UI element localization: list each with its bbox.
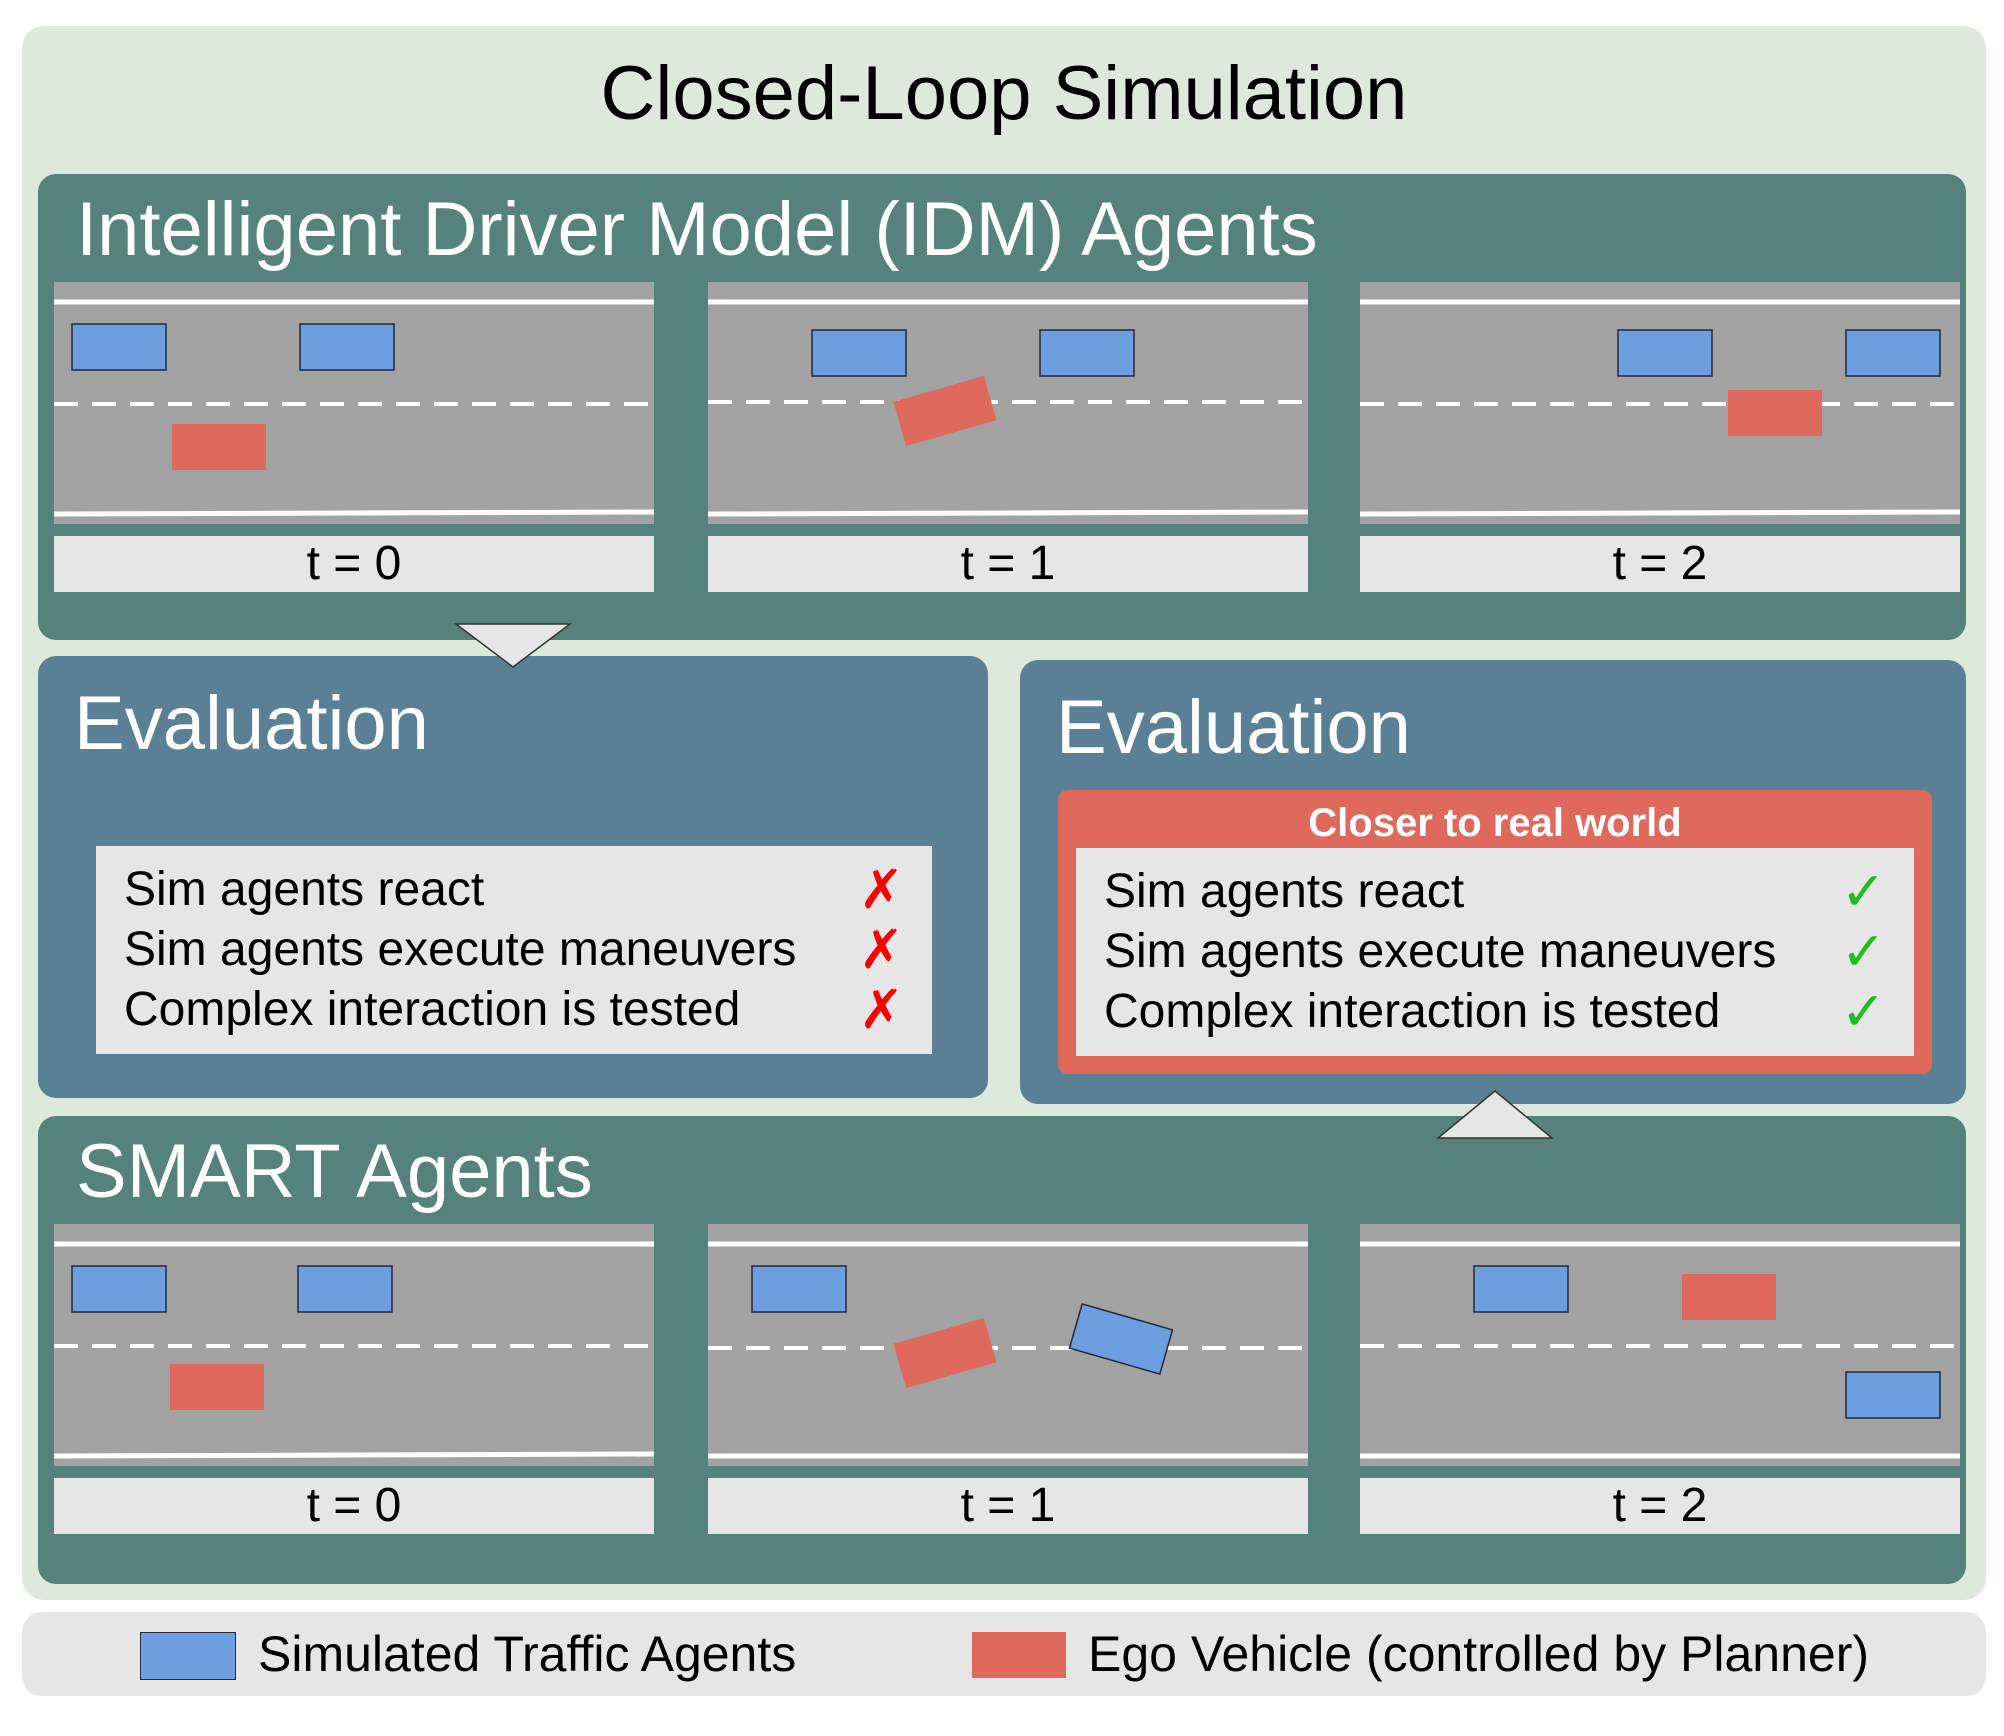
time-label: t = 2	[1360, 1478, 1960, 1534]
smart-frame-t2: t = 2	[1360, 1224, 1960, 1534]
time-label: t = 1	[708, 536, 1308, 592]
ego-vehicle-car	[1728, 390, 1822, 436]
smart-panel-title: SMART Agents	[76, 1129, 593, 1214]
road-scene	[54, 282, 654, 524]
time-label: t = 1	[708, 1478, 1308, 1534]
simulated-agent-car	[299, 323, 395, 371]
smart-frame-t0: t = 0	[54, 1224, 654, 1534]
legend-simulated-label: Simulated Traffic Agents	[258, 1626, 797, 1682]
checklist-item-text: Complex interaction is tested	[124, 983, 741, 1036]
simulated-agent-car	[1845, 1371, 1941, 1419]
checklist-item-text: Sim agents execute maneuvers	[1104, 925, 1777, 978]
checklist-item: Sim agents execute maneuvers ✓	[1104, 922, 1886, 982]
ego-vehicle-car	[172, 424, 266, 470]
road-scene	[708, 1224, 1308, 1466]
checklist-item-text: Sim agents react	[124, 863, 485, 916]
time-label: t = 0	[54, 1478, 654, 1534]
simulated-agent-car	[811, 329, 907, 377]
road-scene	[1360, 1224, 1960, 1466]
checklist-item: Sim agents react ✓	[1104, 862, 1886, 922]
ego-vehicle-car	[893, 1317, 997, 1389]
checklist-item-text: Complex interaction is tested	[1104, 985, 1721, 1038]
check-icon: ✓	[1840, 862, 1886, 922]
checklist-item: Sim agents execute maneuvers ✗	[124, 920, 904, 980]
simulated-agent-car	[71, 1265, 167, 1313]
simulated-agent-car	[71, 323, 167, 371]
checklist-item: Complex interaction is tested ✓	[1104, 982, 1886, 1042]
simulated-agent-car	[1845, 329, 1941, 377]
cross-icon: ✗	[858, 920, 904, 980]
time-label: t = 2	[1360, 536, 1960, 592]
time-label: t = 0	[54, 536, 654, 592]
checklist-item-text: Sim agents execute maneuvers	[124, 923, 797, 976]
evaluation-left-checklist: Sim agents react ✗ Sim agents execute ma…	[96, 846, 932, 1054]
simulated-agent-swatch	[140, 1632, 236, 1680]
road-scene	[708, 282, 1308, 524]
simulated-agent-car	[1039, 329, 1135, 377]
simulated-agent-car	[1617, 329, 1713, 377]
road-scene	[1360, 282, 1960, 524]
legend-ego-label: Ego Vehicle (controlled by Planner)	[1088, 1626, 1870, 1682]
ego-vehicle-car	[170, 1364, 264, 1410]
road-scene	[54, 1224, 654, 1466]
simulated-agent-car	[297, 1265, 393, 1313]
checklist-item: Sim agents react ✗	[124, 860, 904, 920]
simulated-agent-car	[1473, 1265, 1569, 1313]
smart-frame-t1: t = 1	[708, 1224, 1308, 1534]
idm-frame-t2: t = 2	[1360, 282, 1960, 592]
checklist-item-text: Sim agents react	[1104, 865, 1465, 918]
closer-to-real-world-label: Closer to real world	[1308, 801, 1682, 845]
idm-panel-title: Intelligent Driver Model (IDM) Agents	[76, 187, 1318, 272]
simulated-agent-car	[1068, 1303, 1174, 1375]
closer-to-real-world-box: Closer to real world Sim agents react ✓ …	[1058, 790, 1932, 1074]
evaluation-left-panel: Evaluation Sim agents react ✗ Sim agents…	[38, 656, 988, 1098]
evaluation-right-title: Evaluation	[1056, 685, 1411, 770]
evaluation-right-checklist: Sim agents react ✓ Sim agents execute ma…	[1076, 848, 1914, 1056]
check-icon: ✓	[1840, 922, 1886, 982]
idm-frame-t0: t = 0	[54, 282, 654, 592]
check-icon: ✓	[1840, 982, 1886, 1042]
simulated-agent-car	[751, 1265, 847, 1313]
diagram-title: Closed-Loop Simulation	[600, 51, 1408, 136]
ego-vehicle-swatch	[972, 1632, 1066, 1678]
cross-icon: ✗	[858, 860, 904, 920]
cross-icon: ✗	[858, 980, 904, 1040]
ego-vehicle-car	[1682, 1274, 1776, 1320]
checklist-item: Complex interaction is tested ✗	[124, 980, 904, 1040]
idm-frame-t1: t = 1	[708, 282, 1308, 592]
legend: Simulated Traffic Agents Ego Vehicle (co…	[22, 1612, 1986, 1696]
evaluation-left-title: Evaluation	[74, 681, 429, 766]
ego-vehicle-car	[893, 375, 997, 447]
